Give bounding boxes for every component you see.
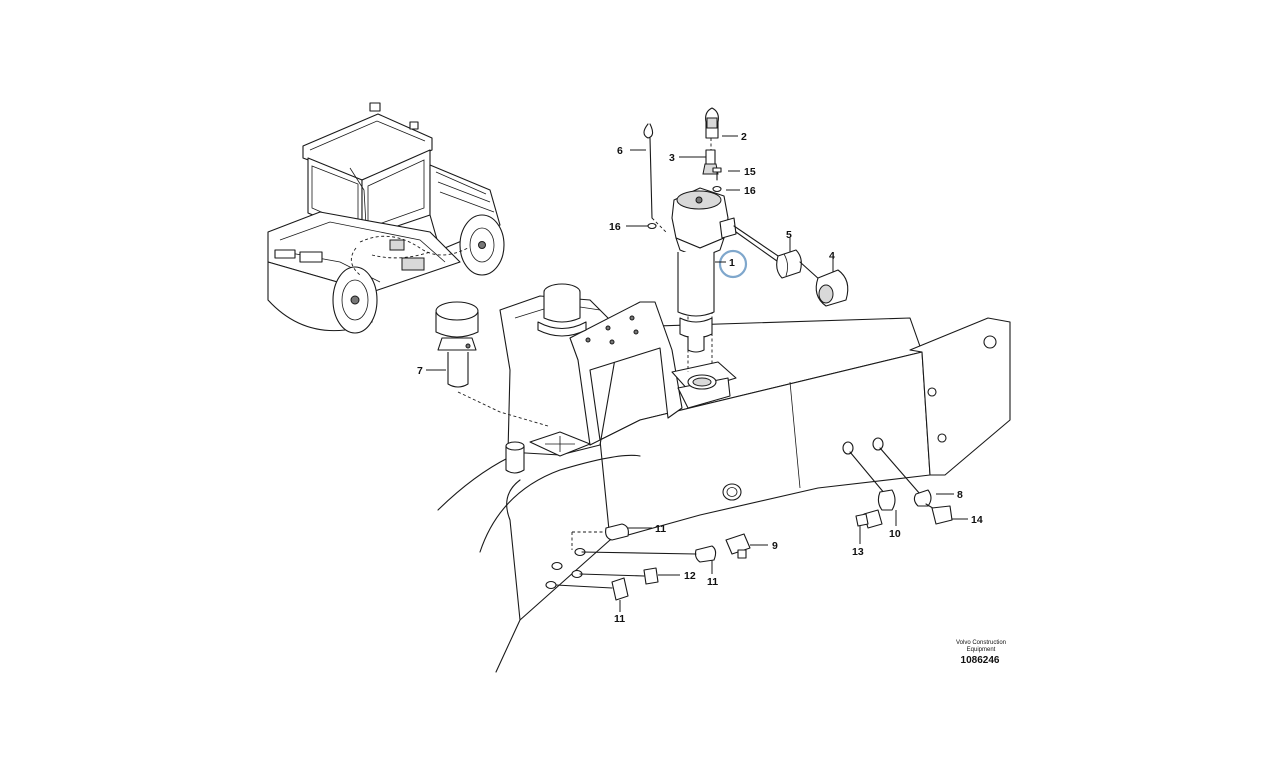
manufacturer-line-2: Equipment [967,647,996,653]
filter-assembly [643,107,849,353]
callout-11-bottom: 11 [614,613,625,625]
callout-labels: 1 2 3 6 15 16 16 5 4 7 8 14 9 10 13 11 1… [417,131,983,625]
callout-11-middle: 11 [707,576,718,588]
machine-frame [437,283,1011,673]
highlight-ring [718,249,748,279]
callout-8: 8 [957,489,963,501]
manufacturer-line-1: Volvo Construction [956,640,1006,646]
callout-2: 2 [741,131,747,143]
callout-14: 14 [971,514,983,526]
callout-3: 3 [669,152,675,164]
part-7-illustration [435,301,479,388]
callout-6: 6 [617,145,623,157]
leader-lines [426,135,968,612]
callout-1: 1 [729,257,735,269]
title-block: Volvo Construction Equipment 1086246 [956,640,1006,666]
fittings [555,447,953,601]
callout-7: 7 [417,365,423,377]
callout-11-top: 11 [655,523,666,535]
callout-5: 5 [786,229,792,241]
callout-4: 4 [829,250,835,262]
callout-12: 12 [684,570,696,582]
callout-16-top: 16 [744,185,756,197]
callout-13: 13 [852,546,864,558]
callout-9: 9 [772,540,778,552]
callout-10: 10 [889,528,901,540]
machine-overview-illustration [267,102,505,334]
callout-15: 15 [744,166,756,178]
callout-16-left: 16 [609,221,621,233]
drawing-number: 1086246 [961,655,1000,666]
